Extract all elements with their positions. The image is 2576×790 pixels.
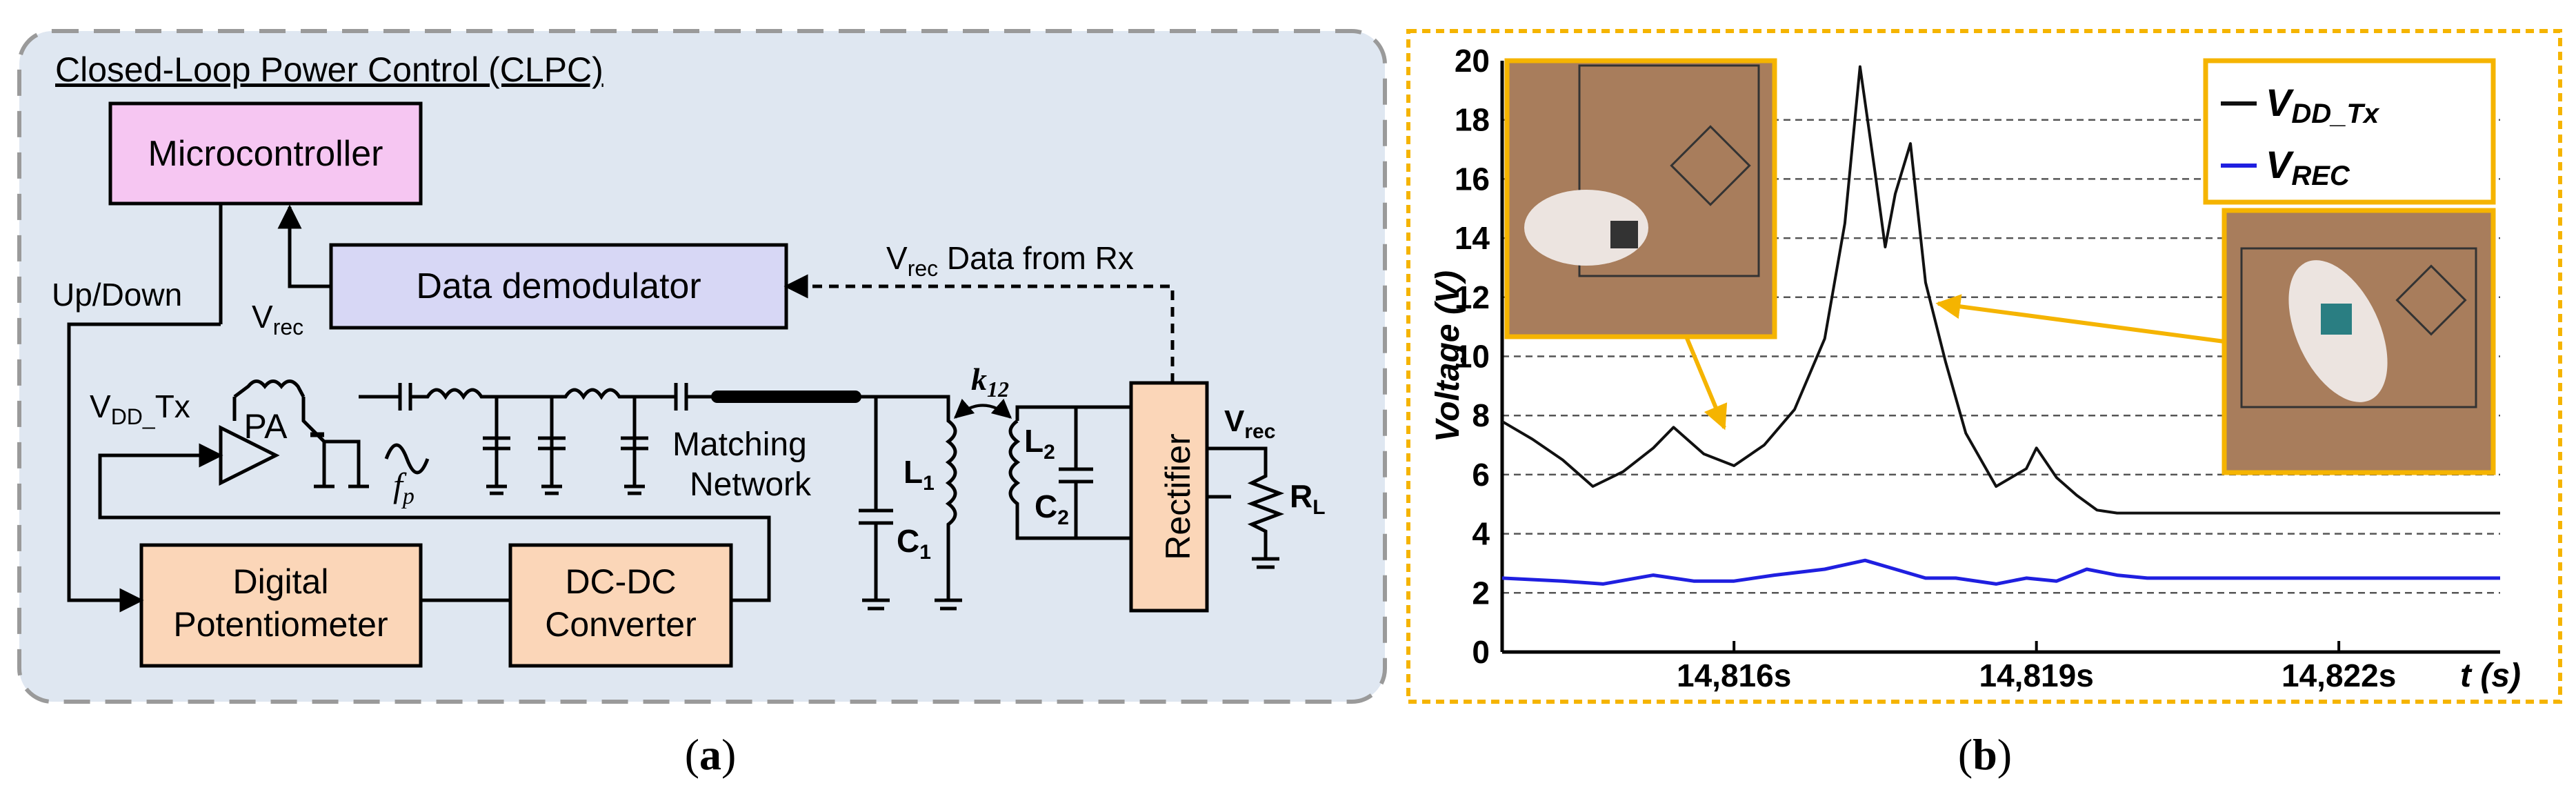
digital-potentiometer-line1: Digital xyxy=(233,562,329,601)
rat-right-device xyxy=(2321,304,2352,335)
caption-a: (a) xyxy=(685,730,737,779)
matching-network-line2: Network xyxy=(690,466,812,503)
y-tick-label: 4 xyxy=(1472,516,1490,552)
photo-right-marker xyxy=(2395,264,2467,336)
y-tick-label: 16 xyxy=(1455,161,1490,197)
y-tick-label: 20 xyxy=(1455,43,1490,79)
c2-label: C2 xyxy=(1035,488,1069,529)
rectifier-label: Rectifier xyxy=(1159,433,1197,560)
y-tick-label: 2 xyxy=(1472,575,1490,611)
photo-left-cage xyxy=(1578,64,1760,277)
series-line-vrec xyxy=(1501,558,2500,586)
microcontroller-block xyxy=(108,101,423,206)
y-tick-label: 8 xyxy=(1472,397,1490,433)
x-tick-label: 14,819s xyxy=(1979,658,2094,693)
vrec-feedback-label: Vrec xyxy=(252,299,303,339)
y-axis-label: Voltage (V) xyxy=(1430,270,1466,442)
coupling-arrow xyxy=(953,398,1012,419)
y-tick-label: 0 xyxy=(1472,634,1490,670)
photo-right-cage xyxy=(2240,247,2477,408)
rat-left-device xyxy=(1610,221,1638,248)
vrec-data-label: Vrec Data from Rx xyxy=(886,240,1134,281)
photo-inset-right xyxy=(2221,208,2496,475)
chart-legend: VDD_Tx VREC xyxy=(2203,58,2496,205)
photo-left-marker xyxy=(1670,125,1751,206)
dcdc-converter-line1: DC-DC xyxy=(565,562,676,601)
photo-right-arrow xyxy=(1935,294,2225,344)
y-tick-label: 6 xyxy=(1472,457,1490,493)
legend-label-vrec: VREC xyxy=(2266,143,2350,191)
legend-label-vdd: VDD_Tx xyxy=(2266,81,2380,129)
c1-label: C1 xyxy=(897,523,931,564)
k12-label: k12 xyxy=(971,362,1009,402)
caption-b: (b) xyxy=(1958,730,2012,779)
digital-potentiometer-line2: Potentiometer xyxy=(173,605,388,644)
x-axis-label: t (s) xyxy=(2460,658,2521,694)
pa-triangle xyxy=(219,424,280,486)
x-tick-label: 14,822s xyxy=(2282,658,2396,693)
photo-inset-left xyxy=(1504,58,1777,339)
photo-left-arrow xyxy=(1684,335,1728,431)
series-line-vdd-tx xyxy=(1501,65,2500,515)
panel-b: 0 2 4 6 8 10 12 14 16 18 20 14,816s 14,819s 14,822s Vo… xyxy=(1406,29,2562,779)
y-tick-label: 14 xyxy=(1455,220,1490,256)
vdd-tx-label: VDD_Tx xyxy=(90,388,190,429)
y-tick-label: 12 xyxy=(1455,279,1490,315)
photo-right-frame xyxy=(2221,208,2496,475)
microcontroller-label: Microcontroller xyxy=(148,134,383,174)
pa-label: PA xyxy=(244,407,288,446)
rl-label: RL xyxy=(1290,478,1326,519)
x-tick-label: 14,816s xyxy=(1677,658,1791,693)
clpc-title: Closed-Loop Power Control (CLPC) xyxy=(55,50,603,89)
data-demodulator-label: Data demodulator xyxy=(416,266,701,306)
l1-label: L1 xyxy=(903,454,935,495)
l2-label: L2 xyxy=(1024,423,1055,464)
control-wires xyxy=(67,204,771,600)
up-down-label: Up/Down xyxy=(52,277,182,313)
dcdc-converter-line2: Converter xyxy=(545,605,697,644)
matching-network-line1: Matching xyxy=(672,426,807,463)
photo-left-frame xyxy=(1504,58,1777,339)
legend-box xyxy=(2203,58,2496,205)
fp-source-icon xyxy=(384,443,430,475)
digital-potentiometer-block xyxy=(139,543,423,668)
dcdc-converter-block xyxy=(508,543,733,668)
vrec-out-label: Vrec xyxy=(1224,404,1275,443)
panel-a: Closed-Loop Power Control (CLPC) Microco… xyxy=(17,29,1387,779)
tx-chain xyxy=(232,379,1285,611)
y-tick-label: 10 xyxy=(1455,339,1490,375)
vrec-data-link xyxy=(783,274,1175,383)
y-tick-label: 18 xyxy=(1455,102,1490,138)
